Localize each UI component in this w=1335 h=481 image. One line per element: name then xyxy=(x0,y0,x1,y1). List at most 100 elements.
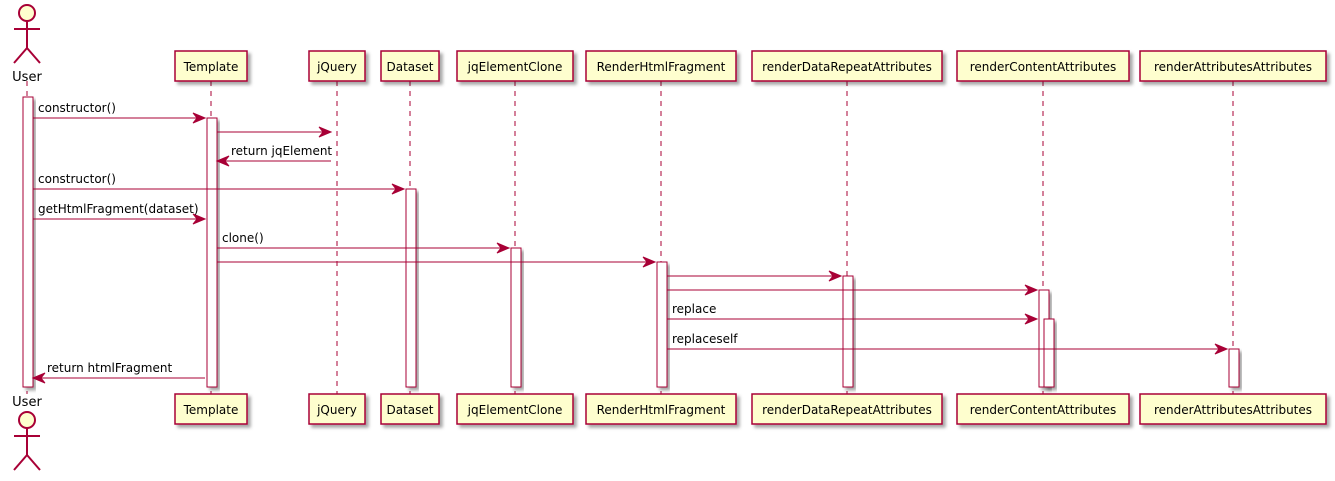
actor-head xyxy=(18,411,36,429)
participant-label: Dataset xyxy=(387,403,434,417)
participant-box-rect xyxy=(751,50,943,82)
message-arrowhead xyxy=(192,112,207,124)
actor-figure-icon xyxy=(13,411,41,471)
participant-box-render-top: RenderHtmlFragment xyxy=(585,50,737,82)
activation-bar-jqclone xyxy=(510,247,522,388)
actor-top: User xyxy=(12,4,42,85)
participant-box-template-top: Template xyxy=(174,50,248,82)
participant-label: renderDataRepeatAttributes xyxy=(762,403,932,417)
participant-box-rect xyxy=(456,393,574,425)
participant-label: renderContentAttributes xyxy=(970,403,1117,417)
participant-box-render-bottom: RenderHtmlFragment xyxy=(585,393,737,425)
message-4: constructor() xyxy=(33,172,406,195)
participant-box-jqclone-top: jqElementClone xyxy=(456,50,574,82)
participant-label: jqElementClone xyxy=(467,403,563,417)
actor-right-leg xyxy=(26,47,41,64)
participant-box-rect xyxy=(456,50,574,82)
participant-box-repeat-top: renderDataRepeatAttributes xyxy=(751,50,943,82)
message-11: replaceself xyxy=(667,332,1229,355)
message-10: replace xyxy=(667,302,1039,325)
participant-label: jQuery xyxy=(316,403,357,417)
activation-bar-render xyxy=(656,261,668,388)
participant-label: RenderHtmlFragment xyxy=(597,403,726,417)
participant-box-rect xyxy=(1139,50,1327,82)
participant-box-jqclone-bottom: jqElementClone xyxy=(456,393,574,425)
participant-box-jquery-bottom: jQuery xyxy=(308,393,366,425)
message-8 xyxy=(667,270,843,282)
message-7 xyxy=(217,256,657,268)
message-arrowhead xyxy=(1214,343,1229,355)
actor-figure-icon xyxy=(13,4,41,64)
activation-bar-content xyxy=(1043,318,1055,388)
message-arrowhead xyxy=(192,213,207,225)
actor-left-leg xyxy=(13,47,28,64)
participant-label: Template xyxy=(183,403,239,417)
participant-box-rect xyxy=(174,50,248,82)
participant-box-rect xyxy=(956,393,1130,425)
activation-bar-repeat xyxy=(842,275,854,388)
message-label: constructor() xyxy=(38,172,116,186)
message-1: constructor() xyxy=(33,101,207,124)
activation-bar-template xyxy=(206,117,218,388)
participant-box-rect xyxy=(1139,393,1327,425)
actor-right-leg xyxy=(26,454,41,471)
participant-box-rect xyxy=(308,393,366,425)
participant-box-rect xyxy=(585,393,737,425)
message-label: constructor() xyxy=(38,101,116,115)
participant-box-rect xyxy=(956,50,1130,82)
actor-bottom: User xyxy=(12,395,42,471)
message-arrowhead xyxy=(1024,284,1039,296)
message-3: return jqElement xyxy=(215,144,332,167)
participant-box-rect xyxy=(380,393,440,425)
message-arrowhead xyxy=(828,270,843,282)
participant-box-rect xyxy=(585,50,737,82)
message-label: getHtmlFragment(dataset) xyxy=(38,202,199,216)
participant-label: renderContentAttributes xyxy=(970,60,1117,74)
message-label: return jqElement xyxy=(231,144,332,158)
participant-box-rect xyxy=(174,393,248,425)
message-label: replace xyxy=(672,302,716,316)
participant-label: renderDataRepeatAttributes xyxy=(762,60,932,74)
participant-box-jquery-top: jQuery xyxy=(308,50,366,82)
participant-box-rect xyxy=(380,50,440,82)
activation-bar-user xyxy=(22,96,34,388)
participant-label: jQuery xyxy=(316,60,357,74)
participant-box-rect xyxy=(308,50,366,82)
actor-left-leg xyxy=(13,454,28,471)
message-arrowhead xyxy=(318,126,333,138)
participant-label: Template xyxy=(183,60,239,74)
participant-label: renderAttributesAttributes xyxy=(1154,403,1312,417)
participant-box-rect xyxy=(751,393,943,425)
message-label: return htmlFragment xyxy=(47,361,172,375)
participant-box-template-bottom: Template xyxy=(174,393,248,425)
participant-box-dataset-top: Dataset xyxy=(380,50,440,82)
actor-head xyxy=(18,4,36,22)
message-arrowhead xyxy=(496,242,511,254)
participant-box-content-bottom: renderContentAttributes xyxy=(956,393,1130,425)
participant-label: Dataset xyxy=(387,60,434,74)
activation-bar-attrs xyxy=(1228,348,1240,388)
message-arrowhead xyxy=(642,256,657,268)
participant-label: RenderHtmlFragment xyxy=(597,60,726,74)
activation-bar-dataset xyxy=(405,188,417,388)
message-9 xyxy=(667,284,1039,296)
participant-box-attrs-bottom: renderAttributesAttributes xyxy=(1139,393,1327,425)
message-label: replaceself xyxy=(672,332,738,346)
participant-box-attrs-top: renderAttributesAttributes xyxy=(1139,50,1327,82)
message-arrowhead xyxy=(391,183,406,195)
message-label: clone() xyxy=(222,231,264,245)
participant-box-repeat-bottom: renderDataRepeatAttributes xyxy=(751,393,943,425)
message-arrowhead xyxy=(1024,313,1039,325)
message-5: getHtmlFragment(dataset) xyxy=(33,202,207,225)
participant-box-content-top: renderContentAttributes xyxy=(956,50,1130,82)
participant-label: jqElementClone xyxy=(467,60,563,74)
message-arrowhead xyxy=(215,155,230,167)
message-12: return htmlFragment xyxy=(31,361,205,384)
message-arrowhead xyxy=(31,372,46,384)
actor-label: User xyxy=(12,395,42,410)
message-2 xyxy=(217,126,333,138)
participant-box-dataset-bottom: Dataset xyxy=(380,393,440,425)
message-6: clone() xyxy=(217,231,511,254)
actor-label: User xyxy=(12,70,42,85)
